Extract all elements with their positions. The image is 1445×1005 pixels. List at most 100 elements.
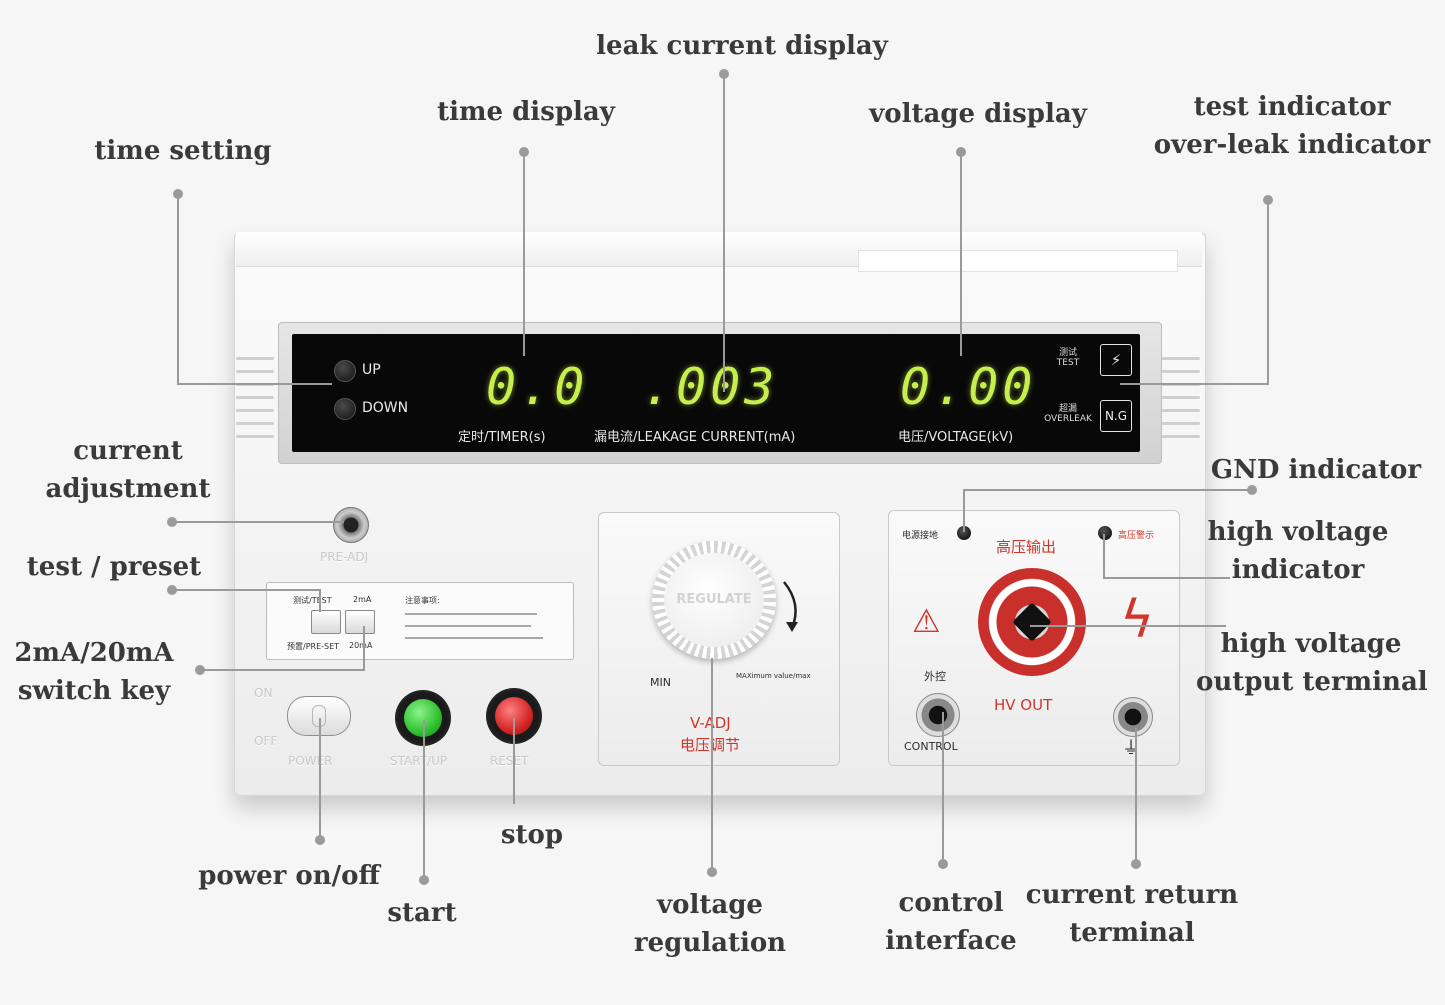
callout-voltage-display: voltage display [838,95,1118,133]
voltage-readout: 0.00 [900,358,1037,416]
reset-label: RESET [490,754,529,768]
callout-text: start [387,898,457,928]
v-adj-cn-label: 电压调节 [680,736,741,754]
regulate-knob-face: REGULATE [664,553,764,647]
callout-text: test indicator [1193,92,1391,122]
overleak-indicator-caption: 超漏 OVERLEAK [1040,404,1096,424]
callout-text: output terminal [1196,667,1428,697]
voltage-regulate-knob[interactable]: REGULATE [652,541,776,659]
reset-button-bezel [486,688,542,744]
leader-dot [719,69,729,79]
callout-text: test / preset [26,552,202,582]
range-switch-key[interactable] [345,610,375,634]
v-adj-label: V-ADJ [690,714,731,732]
callout-text: current [73,436,183,466]
test-indicator-lamp: ⚡ [1100,344,1132,376]
test-cn-label: 测试 [1058,348,1077,358]
down-label: DOWN [362,400,409,416]
leader-dot [419,875,429,885]
pre-adjust-knob[interactable] [333,507,369,543]
pre-adj-label: PRE-ADJ [320,550,369,564]
callout-text: GND indicator [1210,455,1422,485]
left-vent-slot [236,383,274,386]
leader-dot [707,867,717,877]
display-window: UP DOWN 0.0 定时/TIMER(s) .003 漏电流/LEAKAGE… [292,334,1140,452]
left-vent-slot [236,422,274,425]
right-vent-slot [1162,435,1200,438]
warning-triangle-icon: ⚠ [912,602,941,640]
callout-text: switch key [17,676,171,706]
left-vent-slot [236,435,274,438]
callout-start: start [372,894,472,932]
callout-test-preset: test / preset [14,548,214,586]
right-vent-slot [1162,383,1200,386]
callout-voltage-regulation: voltage regulation [612,886,808,962]
left-vent-slot [236,396,274,399]
timer-up-button[interactable] [334,360,356,382]
right-vent-slot [1162,357,1200,360]
current-return-terminal[interactable] [1113,697,1153,737]
ext-control-cn-label: 外控 [924,670,946,683]
callout-time-setting: time setting [78,132,288,170]
left-vent-slot [236,357,274,360]
hv-indicator-lamp [1098,526,1112,540]
callout-high-voltage-indicator: high voltage indicator [1198,513,1398,589]
leakage-caption: 漏电流/LEAKAGE CURRENT(mA) [594,430,796,445]
callout-leak-current-display: leak current display [542,27,942,65]
callout-power-on-off: power on/off [174,857,404,895]
start-label: START/UP [390,754,448,768]
leader-dot [519,147,529,157]
leader-dot [938,859,948,869]
power-switch[interactable] [287,696,351,736]
leader-dot [173,189,183,199]
callout-text: indicator [1231,555,1365,585]
timer-down-button[interactable] [334,398,356,420]
right-vent-slot [1162,396,1200,399]
leader-dot [167,585,177,595]
callout-test-indicator: test indicator over-leak indicator [1148,88,1436,164]
control-interface-connector[interactable] [916,693,960,737]
callout-control-interface: control interface [876,884,1026,960]
hv-warn-cn-label: 高压警示 [1118,531,1155,541]
notes-text-line [405,613,537,615]
overleak-en-label: OVERLEAK [1044,414,1092,424]
callout-text: regulation [633,928,787,958]
range-2ma-caption: 2mA [353,595,372,604]
callout-text: 2mA/20mA [14,638,174,668]
notes-text-line [405,625,531,627]
right-vent-slot [1162,422,1200,425]
test-preset-key-panel: 测试/TEST 2mA 预置/PRE-SET 20mA 注意事项: [266,582,574,660]
leader-dot [195,665,205,675]
callout-text: time setting [94,136,272,166]
start-button-bezel [395,690,451,746]
left-vent-slot [236,370,274,373]
test-indicator-caption: 测试 TEST [1050,348,1086,368]
callout-text: time display [437,97,615,127]
range-20ma-caption: 20mA [349,641,373,650]
callout-current-adjustment: current adjustment [28,432,228,508]
leader-dot [956,147,966,157]
control-label: CONTROL [904,740,958,753]
preset-key-caption: 预置/PRE-SET [287,642,340,651]
hv-output-terminal[interactable] [978,568,1086,676]
callout-text: high voltage [1207,517,1389,547]
callout-switch-key: 2mA/20mA switch key [4,634,184,710]
test-key-caption: 测试/TEST [293,596,332,605]
gnd-indicator-lamp [957,526,971,540]
callout-text: high voltage [1220,629,1402,659]
start-button[interactable] [404,699,442,737]
callout-text: interface [885,926,1017,956]
callout-text: power on/off [198,861,380,891]
regulate-max-label: MAXimum value/max [736,672,811,680]
reset-button[interactable] [495,697,533,735]
top-label-sticker [858,250,1178,272]
callout-current-return-terminal: current return terminal [1022,876,1242,952]
clockwise-arrow-icon [783,581,798,632]
gnd-cn-label: 电源接地 [902,531,939,541]
left-vent-slot [236,409,274,412]
regulate-min-label: MIN [650,676,671,689]
callout-text: voltage display [869,99,1087,129]
test-preset-key[interactable] [311,610,341,634]
ground-icon: ⏚ [1122,738,1140,759]
